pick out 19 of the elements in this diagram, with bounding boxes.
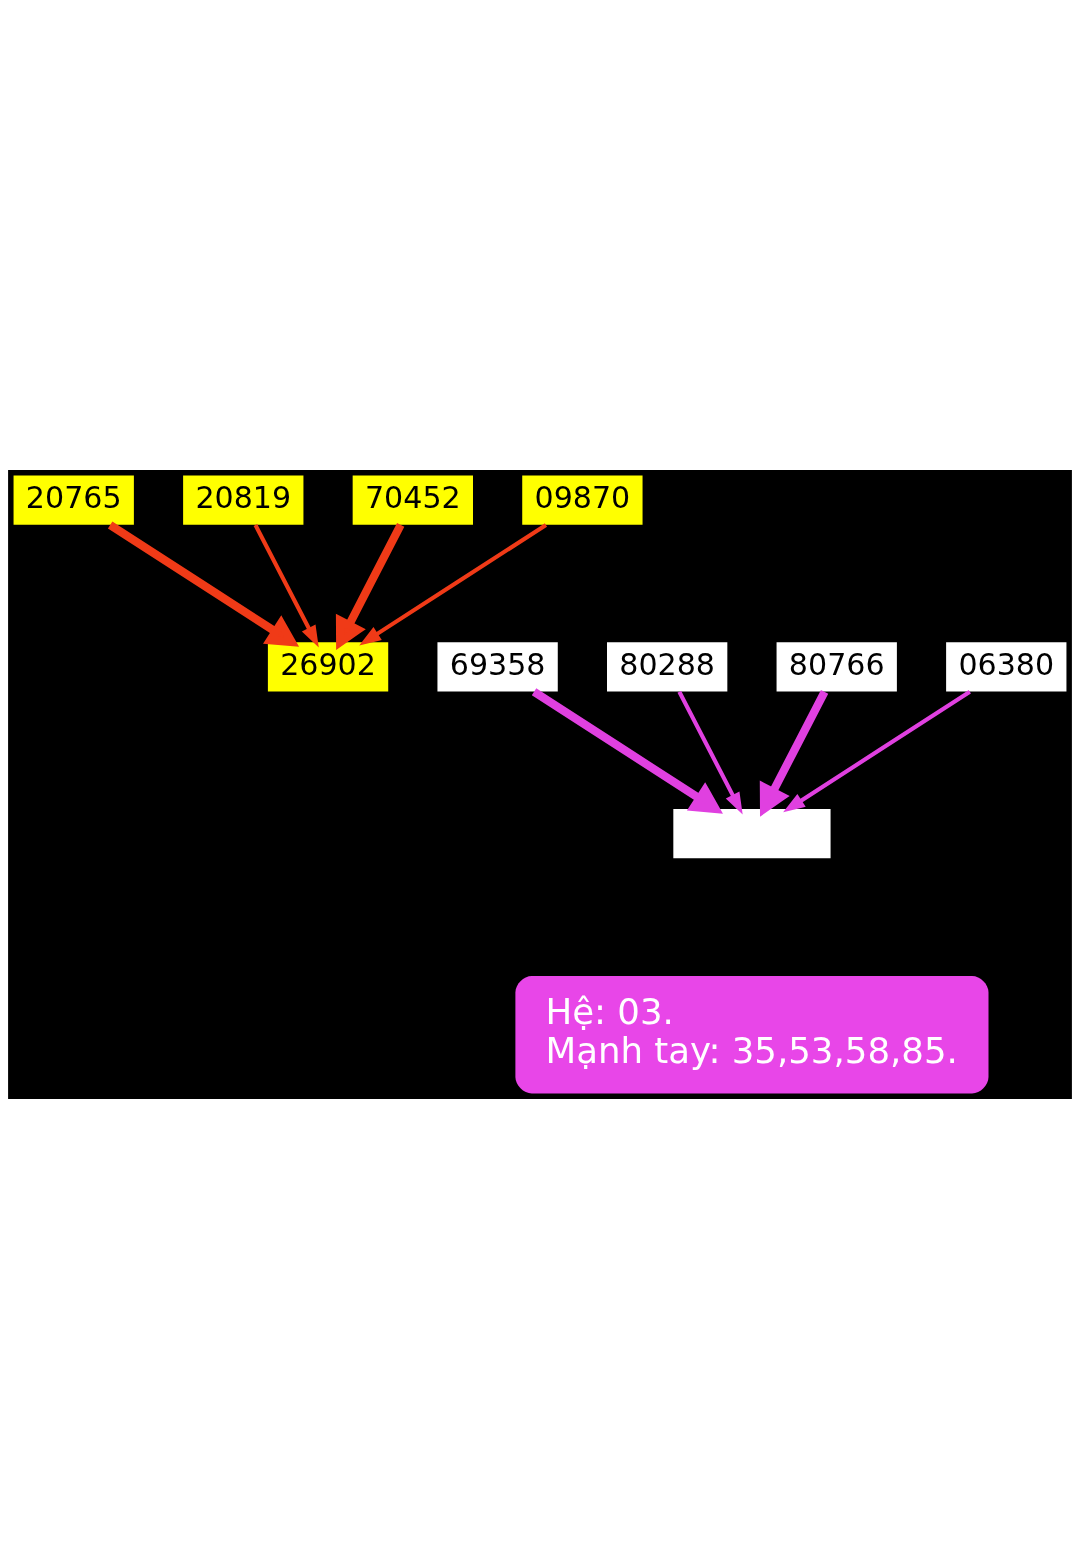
arrow [677, 690, 743, 814]
arrow [107, 521, 300, 647]
arrow [531, 687, 723, 814]
node-box: 09870 [522, 474, 643, 525]
node-box: 26902 [267, 641, 389, 691]
arrow [759, 689, 829, 817]
node-box: 06380 [946, 641, 1067, 691]
node-box: 80766 [776, 641, 897, 691]
node-box: Hệ: 03. Mạnh tay: 35,53,58,85. [515, 975, 989, 1094]
node-box: 20819 [183, 474, 304, 525]
node-box: 70452 [352, 474, 473, 525]
arrow [335, 522, 405, 650]
node-box: 20765 [13, 474, 134, 525]
arrow [253, 523, 319, 648]
node-box [673, 808, 831, 858]
node-box: 69358 [437, 641, 558, 691]
arrow [359, 522, 548, 645]
node-box: 80288 [607, 641, 728, 691]
arrow [783, 689, 971, 812]
